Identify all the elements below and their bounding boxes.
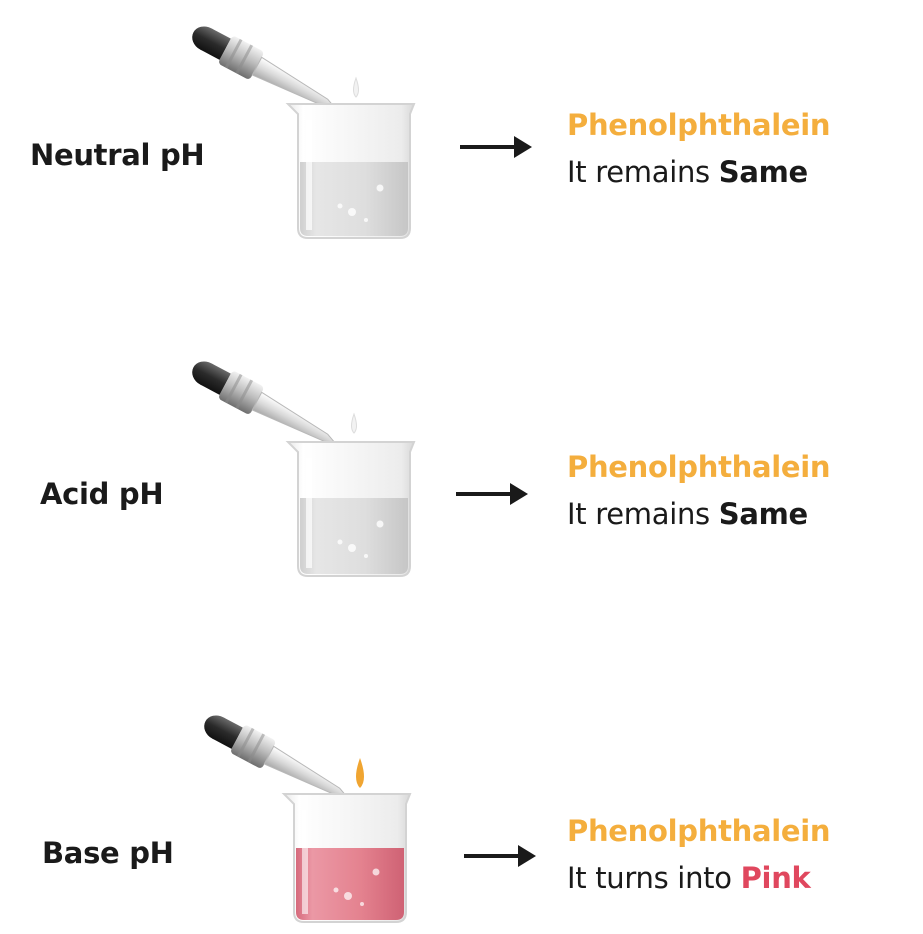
arrow-right-icon [460, 136, 532, 158]
result-prefix: It remains [567, 155, 719, 189]
drop-icon [356, 758, 364, 788]
row-neutral: Neutral pH Phenolphthalein It remains Sa… [0, 0, 923, 300]
row-base-art [204, 715, 536, 923]
beaker-icon [281, 793, 412, 923]
drop-icon [353, 76, 359, 98]
arrow-right-icon [464, 845, 536, 867]
row-neutral-art [192, 26, 532, 239]
row-acid: Acid pH Phenolphthalein It remains Same [0, 340, 923, 640]
result-emphasis: Same [718, 155, 808, 189]
label-base-ph: Base pH [42, 836, 174, 870]
indicator-name: Phenolphthalein [567, 108, 831, 142]
result-emphasis: Pink [740, 861, 811, 895]
result-emphasis: Same [718, 497, 808, 531]
result-prefix: It remains [567, 497, 719, 531]
indicator-name: Phenolphthalein [567, 450, 831, 484]
indicator-name: Phenolphthalein [567, 814, 831, 848]
label-acid-ph: Acid pH [40, 477, 164, 511]
beaker-icon [285, 441, 416, 577]
dropper-icon [204, 715, 348, 798]
row-base: Base pH Phenolphthalein It turns into Pi… [0, 634, 923, 934]
arrow-right-icon [456, 483, 528, 505]
drop-icon [351, 412, 357, 434]
result-text: It turns into Pink [567, 861, 811, 895]
beaker-icon [285, 103, 416, 239]
dropper-icon [192, 361, 336, 444]
label-neutral-ph: Neutral pH [30, 138, 205, 172]
result-text: It remains Same [567, 497, 808, 531]
dropper-icon [192, 26, 336, 109]
row-acid-art [192, 361, 528, 577]
result-text: It remains Same [567, 155, 808, 189]
result-prefix: It turns into [567, 861, 741, 895]
